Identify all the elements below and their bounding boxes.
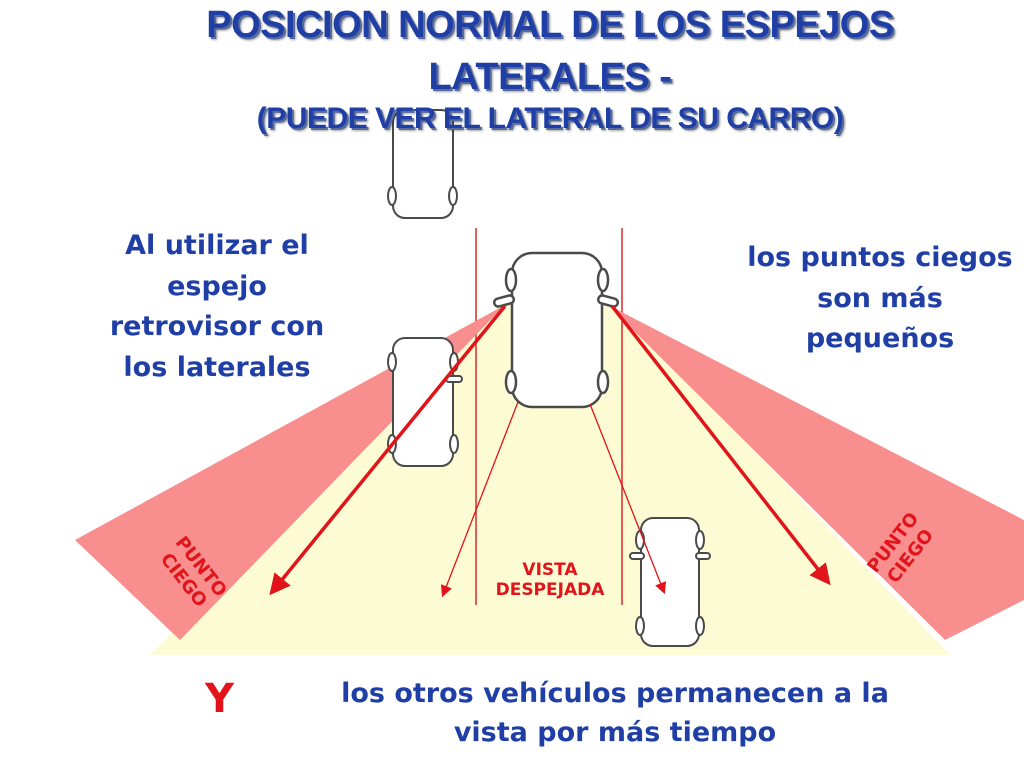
title-line-1: POSICION NORMAL DE LOS ESPEJOS [206, 4, 894, 46]
arrow-view-right [589, 403, 667, 595]
arrow-mirror-left [269, 304, 507, 596]
title-line-3: (PUEDE VER EL LATERAL DE SU CARRO) [256, 102, 844, 135]
car-bottom-right [629, 517, 711, 647]
car-own [492, 251, 620, 409]
conjunction-y: Y [205, 676, 234, 722]
note-bottom: los otros vehículos permanecen a la vist… [341, 678, 889, 749]
note-left: Al utilizar el espejo retrovisor con los… [109, 230, 325, 383]
arrow-mirror-right [610, 304, 831, 586]
blind-spot-right-zone [608, 305, 1024, 640]
note-right: los puntos ciegos son más pequeños [747, 242, 1013, 354]
arrow-view-left [440, 401, 519, 598]
road-area [150, 300, 950, 655]
title-line-2: LATERALES - [428, 56, 672, 98]
car-top [387, 109, 458, 219]
